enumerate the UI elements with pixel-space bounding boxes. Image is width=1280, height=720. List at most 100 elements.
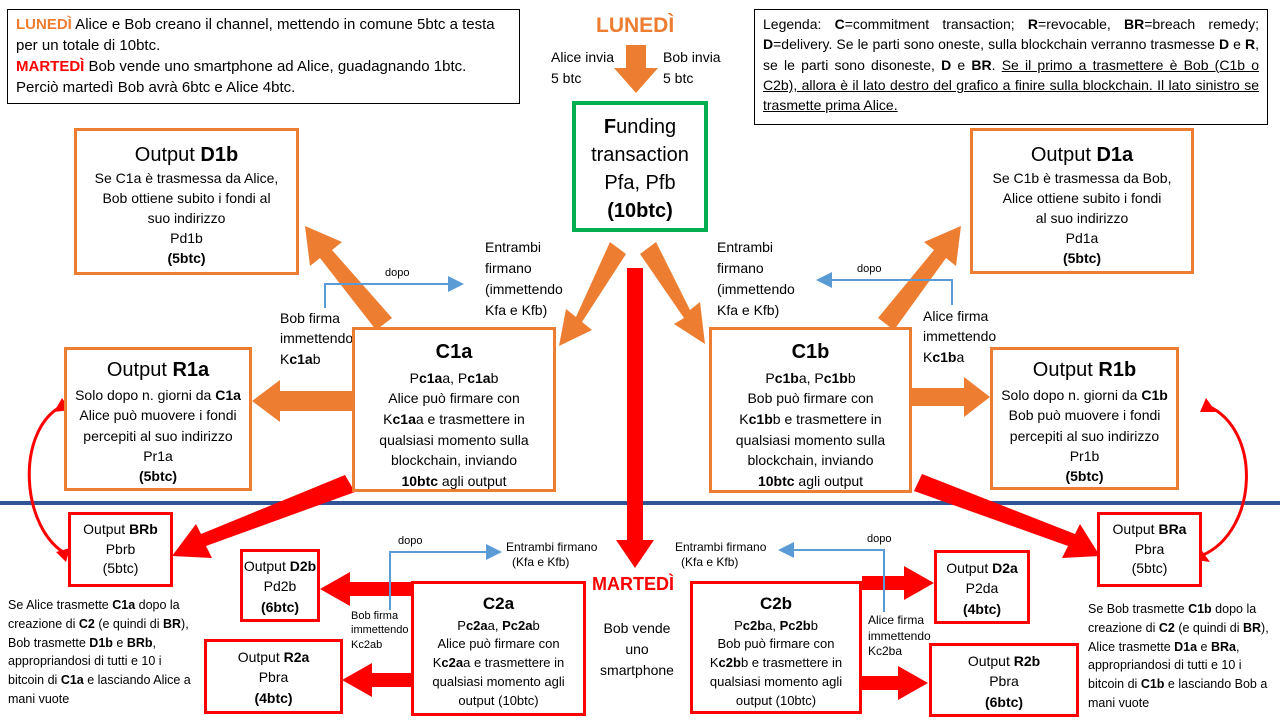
bob-sells-line3: smartphone	[600, 662, 674, 678]
c1b-line3: qualsiasi momento sulla	[735, 431, 886, 448]
c1b-title: C1b	[791, 341, 830, 363]
alice-sends-label: Alice invia 5 btc	[551, 47, 614, 89]
legend-r-val: =revocable,	[1038, 16, 1124, 32]
c1b-line5-rest: agli output	[794, 473, 864, 490]
c1b-line2: Kc1bb e trasmettere in	[712, 409, 909, 430]
alice-sign-line3: Kc1ba	[923, 347, 996, 367]
dopo-left-line	[324, 276, 464, 308]
funding-keys: Pfa, Pfb	[604, 172, 676, 194]
bl-b2: C2	[78, 616, 95, 631]
tuesday-label: MARTEDÌ	[16, 58, 85, 75]
output-d1b-amount: (5btc)	[167, 249, 206, 266]
c2a-title: C2a	[482, 594, 515, 613]
tuesday-title: MARTEDÌ	[592, 574, 674, 594]
monday-arrow	[614, 45, 658, 93]
dopo-right-label: dopo	[857, 263, 882, 275]
legend-mid: , se le parti sono disoneste,	[763, 36, 1259, 73]
output-r1a-line3: percepiti al suo indirizzo	[83, 427, 233, 444]
output-brb-title-name: BRb	[129, 521, 158, 537]
both-sign-left-line2: firmano	[485, 260, 532, 276]
both-sign2-left-line1: Entrambi firmano	[506, 540, 598, 554]
alice-sign2-line1: Alice firma	[868, 613, 925, 627]
output-r1b-line3: percepiti al suo indirizzo	[1009, 427, 1160, 444]
commitment-c2b-box: C2b Pc2ba, Pc2bb Bob può firmare con Kc2…	[690, 581, 862, 714]
output-r2a-title-prefix: Output	[237, 649, 284, 665]
both-sign-right-label: Entrambi firmano (immettendo Kfa e Kfb)	[717, 237, 795, 321]
c2b-keys: Pc2ba, Pc2bb	[693, 617, 859, 636]
c1a-to-d1b-arrow	[305, 226, 392, 330]
c1b-line2-a: K	[739, 411, 749, 428]
c1b-to-d1a-arrow	[878, 226, 961, 330]
bl-b3: BR	[162, 616, 182, 631]
output-r1a-title-prefix: Output	[106, 359, 173, 381]
br-b2: C2	[1158, 620, 1175, 635]
bob-sign-line3: Kc1ab	[280, 349, 353, 369]
bl-p4: ), Bob trasmette	[8, 616, 189, 650]
legend-underlined: Se il primo a trasmettere è Bob (C1b o C…	[763, 56, 1259, 114]
bra-r1b-curve-head-top	[1200, 398, 1216, 412]
c2b-title: C2b	[759, 594, 793, 613]
bottom-left-explanation: Se Alice trasmette C1a dopo la creazione…	[8, 596, 194, 709]
output-d1b-line3: suo indirizzo	[147, 210, 226, 227]
c1a-keys: Pc1aa, Pc1ab	[355, 368, 553, 389]
bob-sign-key-suffix: b	[312, 350, 321, 367]
c2b-line2: Kc2bb e trasmettere in	[693, 654, 859, 673]
c2a-keys-p2: a,	[487, 617, 503, 633]
output-d2a-amount: (4btc)	[962, 600, 1002, 617]
c2b-line2-c: b e trasmettere in	[740, 655, 843, 671]
bl-b1: C1a	[112, 598, 136, 612]
alice-sign2-label: Alice firma immettendo Kc2ba	[868, 613, 931, 660]
c1b-line2-c: b e trasmettere in	[772, 411, 882, 428]
bob-sign-line2: immettendo	[280, 330, 354, 347]
output-r2a-amount: (4btc)	[254, 689, 293, 706]
output-d2a-title: Output D2a	[937, 558, 1027, 578]
output-r1a-line2: Alice può muovere i fondi	[79, 407, 237, 424]
legend-e1: e	[1229, 36, 1245, 53]
output-r2a-address: Pbra	[258, 669, 289, 686]
br-p6: , appropriandosi di tutti e 10 i bitcoin…	[1088, 639, 1242, 692]
bl-p7: e lasciando Alice a mani vuote	[8, 673, 191, 706]
funding-to-c1a-arrow	[559, 242, 626, 346]
c1b-keys: Pc1ba, Pc1bb	[712, 368, 909, 389]
output-r1b-line2: Bob può muovere i fondi	[1008, 407, 1161, 424]
alice-sign-key-mid: c1b	[932, 348, 957, 365]
c2a-line2-b: c2a	[441, 655, 464, 671]
bottom-right-explanation: Se Bob trasmette C1b dopo la creazione d…	[1088, 600, 1274, 713]
legend-e2: e	[951, 56, 972, 73]
funding-to-c1b-arrow	[640, 242, 705, 344]
bl-p2: dopo la creazione di	[8, 598, 180, 631]
c1b-line5-amount: 10btc	[757, 473, 795, 490]
br-b6: C1b	[1140, 677, 1165, 691]
output-bra-title: Output BRa	[1100, 520, 1199, 540]
br-b3: BR	[1242, 620, 1262, 635]
output-d1a-line3: al suo indirizzo	[1035, 210, 1129, 227]
bl-p3: (e quindi di	[94, 616, 163, 631]
c2a-to-r2a-arrow	[342, 663, 411, 697]
br-b5: BRa	[1210, 639, 1236, 654]
output-d1a-box: Output D1a Se C1b è trasmessa da Bob, Al…	[970, 128, 1194, 274]
output-r1a-amount: (5btc)	[138, 468, 178, 485]
output-bra-address: Pbra	[1134, 540, 1165, 557]
top-left-note: LUNEDÌ Alice e Bob creano il channel, me…	[7, 9, 520, 104]
output-d1b-address: Pd1b	[170, 230, 203, 247]
output-bra-amount: (5btc)	[1131, 560, 1168, 577]
dopo2-left-line	[389, 544, 502, 610]
legend-r-key: R	[1027, 16, 1039, 32]
funding-title-rest: unding	[616, 116, 677, 138]
br-p1: Se Bob trasmette	[1088, 602, 1189, 616]
c1b-keys-p3: b	[847, 369, 856, 386]
output-d1a-address: Pd1a	[1065, 230, 1099, 247]
output-r1b-line1-ref: C1b	[1141, 387, 1168, 403]
c2b-line4: output (10btc)	[735, 693, 817, 709]
legend-d3: D	[941, 56, 952, 73]
output-d1b-title-name: D1b	[200, 144, 239, 166]
c2a-line4: output (10btc)	[458, 693, 539, 709]
c2b-keys-b2: Pc2b	[779, 617, 811, 633]
output-bra-title-prefix: Output	[1112, 521, 1159, 537]
c2b-keys-p2: a,	[765, 617, 780, 633]
funding-amount: (10btc)	[607, 200, 673, 222]
monday-label: LUNEDÌ	[16, 16, 72, 33]
output-brb-title-prefix: Output	[83, 521, 130, 537]
legend-d2: D	[1219, 36, 1230, 53]
output-r2b-title-prefix: Output	[967, 653, 1014, 669]
